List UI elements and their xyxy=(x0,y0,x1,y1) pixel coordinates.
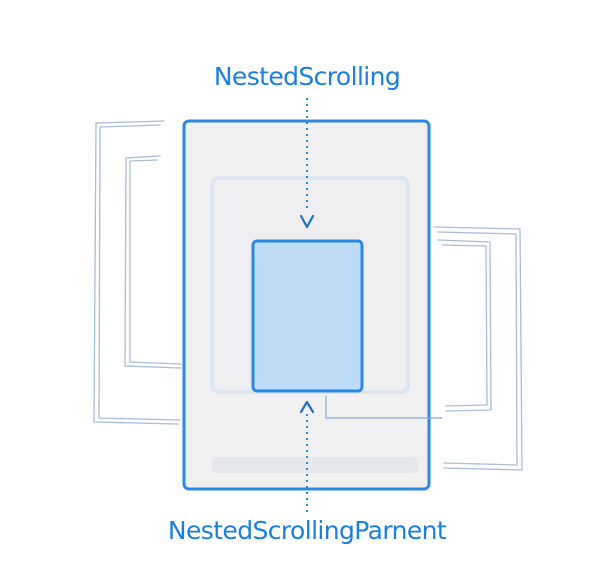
nested-scrolling-label: NestedScrolling xyxy=(213,62,401,91)
bottom-arrowhead-icon xyxy=(299,400,315,414)
sketch-lines-left xyxy=(93,120,182,425)
top-arrowhead-icon xyxy=(299,214,315,229)
nested-scrolling-parent-label: NestedScrollingParnent xyxy=(167,516,447,545)
inner-child-view xyxy=(251,239,364,393)
connector-line xyxy=(325,396,442,419)
bottom-strip xyxy=(212,457,418,473)
sketch-lines-right xyxy=(433,226,523,471)
